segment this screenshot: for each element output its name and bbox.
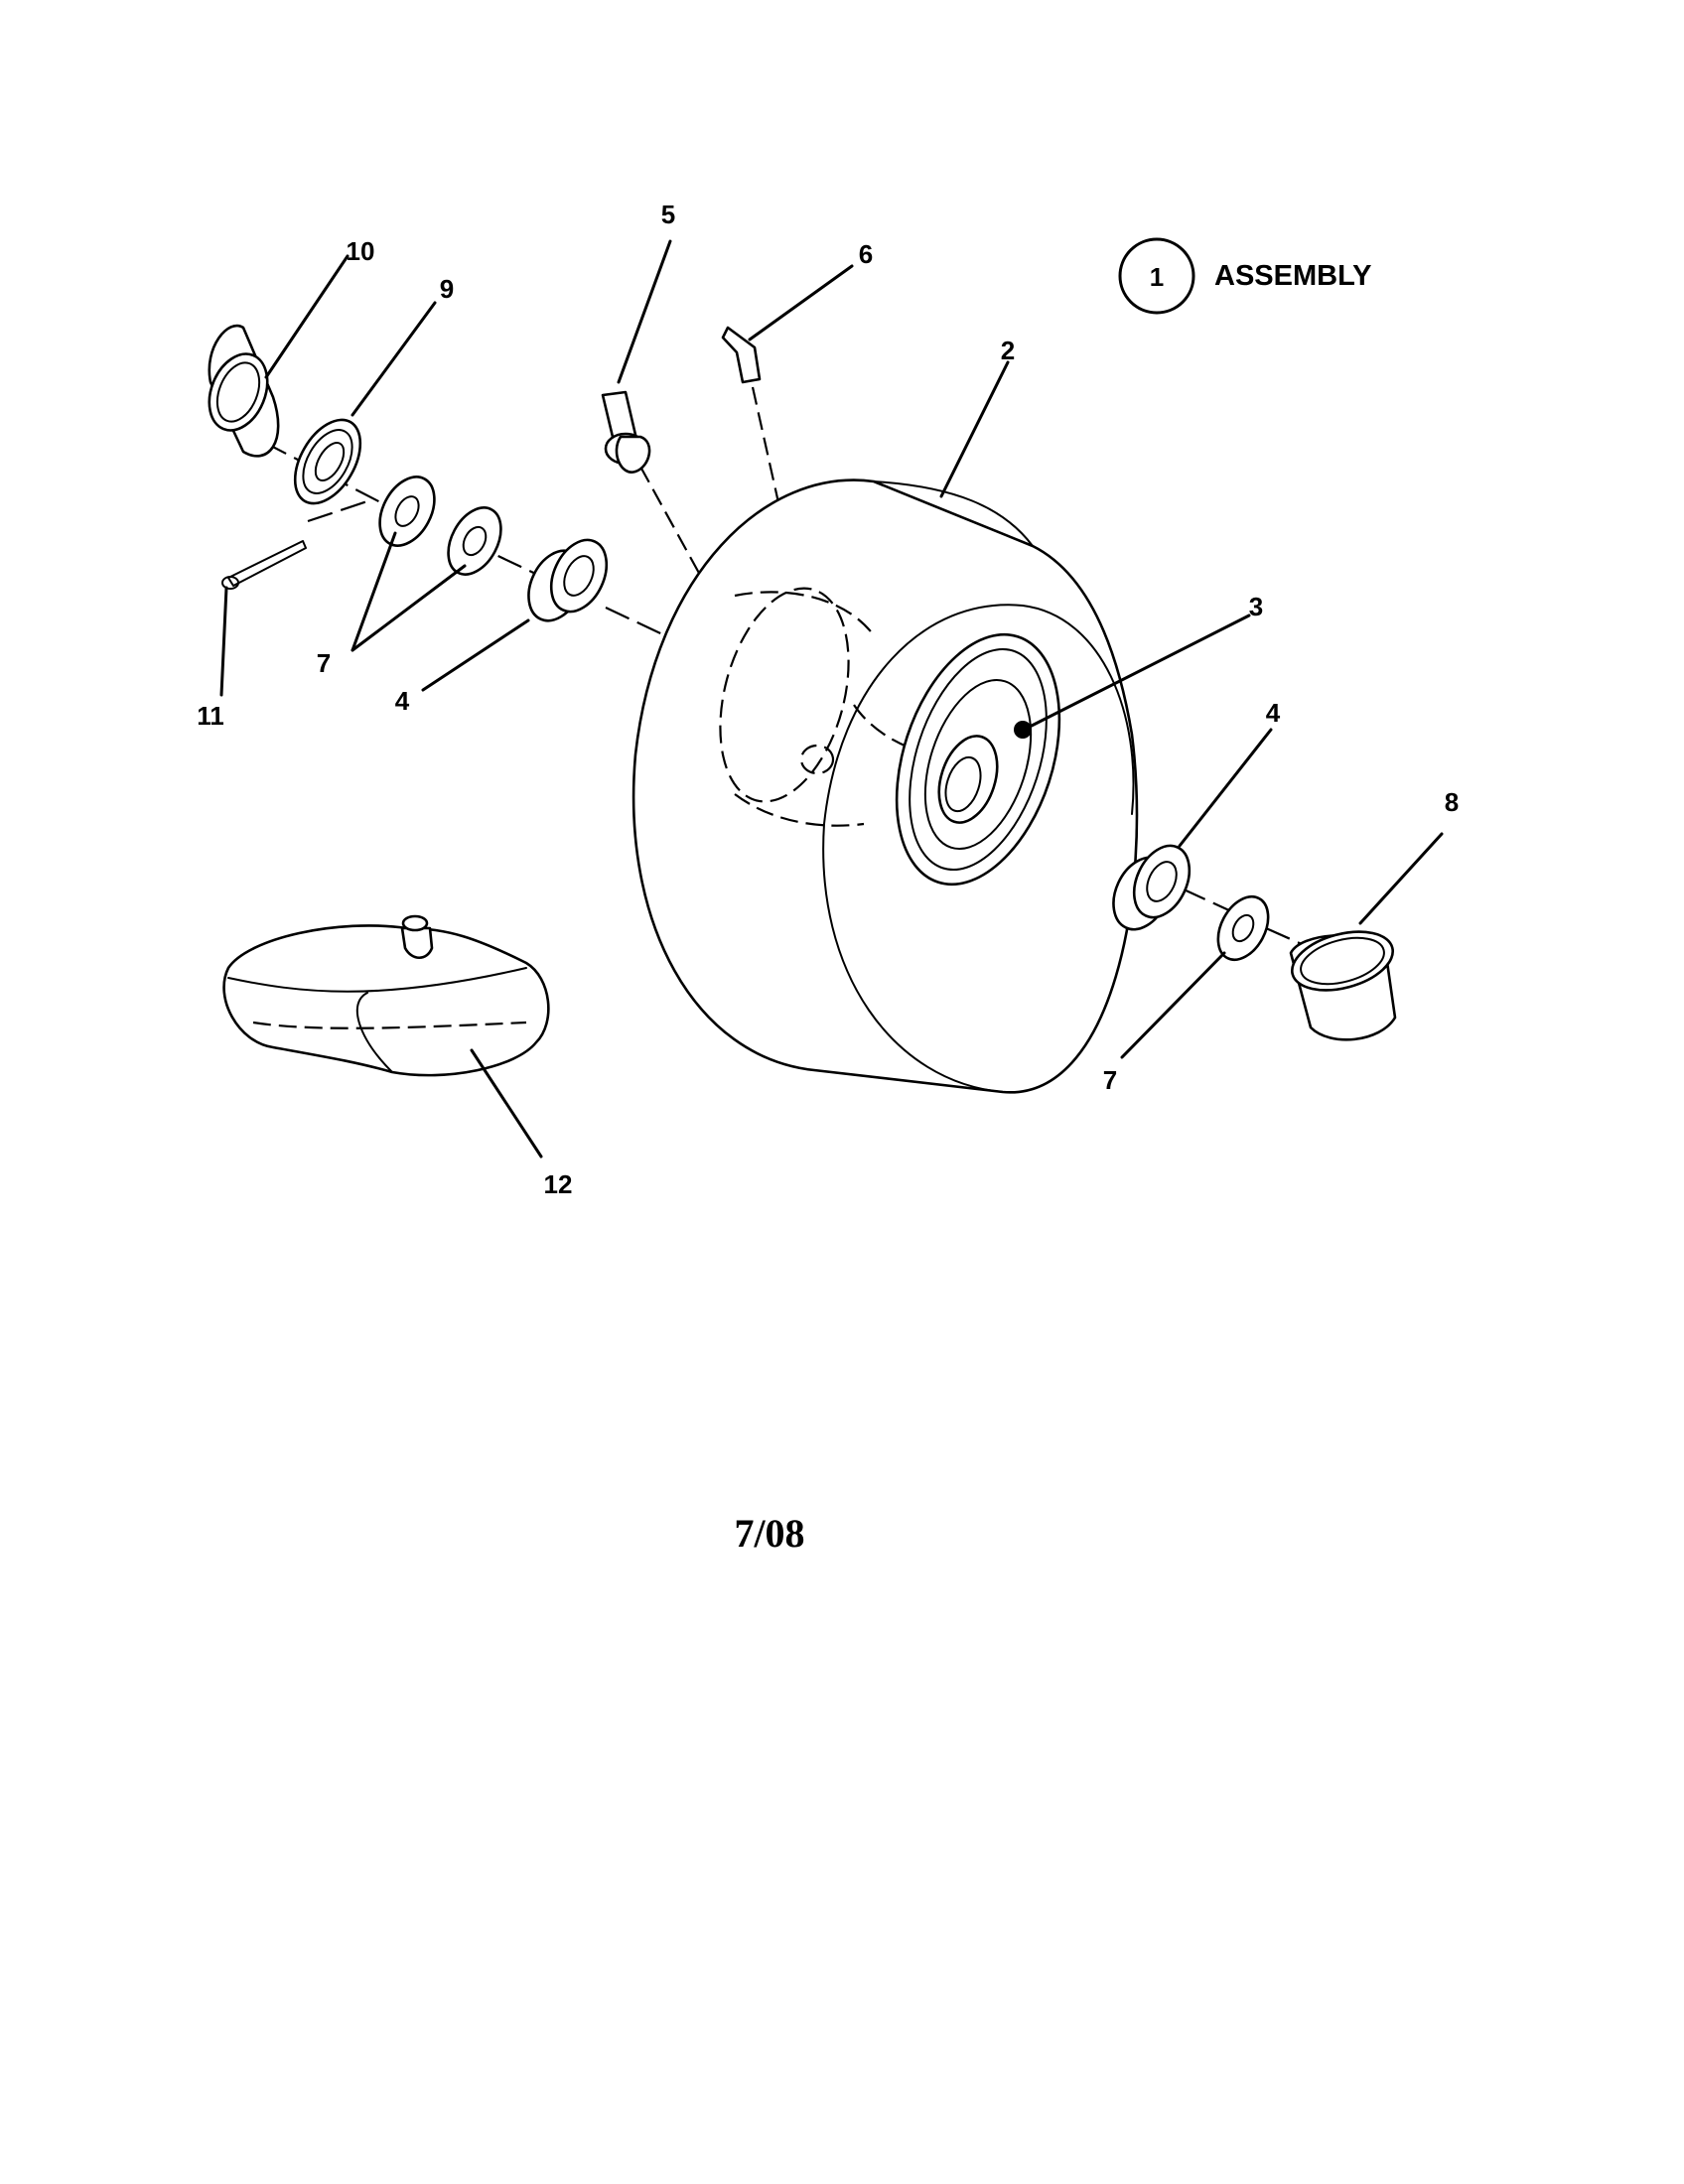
ball-bearing bbox=[293, 418, 362, 505]
leader-line bbox=[264, 254, 350, 379]
leader-line bbox=[1178, 728, 1273, 848]
grease-fitting bbox=[721, 326, 762, 384]
assembly-legend: 1 ASSEMBLY bbox=[1118, 237, 1371, 315]
rim bbox=[895, 632, 1061, 887]
leader-line bbox=[351, 301, 437, 417]
bearing-cap bbox=[208, 324, 280, 458]
leader-line bbox=[1120, 951, 1226, 1059]
leader-line bbox=[1358, 832, 1444, 925]
legend-number: 1 bbox=[1150, 262, 1164, 292]
leader-line bbox=[1026, 614, 1251, 730]
callout-4: 4 bbox=[1266, 698, 1281, 728]
leader-line bbox=[470, 1048, 543, 1159]
callout-11: 11 bbox=[197, 701, 224, 731]
callout-3: 3 bbox=[1249, 592, 1263, 621]
callout-6: 6 bbox=[859, 239, 873, 269]
callout-8: 8 bbox=[1445, 787, 1459, 817]
callout-9: 9 bbox=[440, 274, 454, 304]
leader-line bbox=[748, 264, 854, 341]
legend-label: ASSEMBLY bbox=[1214, 260, 1371, 292]
washer bbox=[447, 506, 502, 576]
callout-10: 10 bbox=[347, 236, 375, 266]
leader-line bbox=[351, 564, 467, 652]
leader-line bbox=[351, 531, 397, 652]
callout-4: 4 bbox=[395, 686, 410, 716]
callout-2: 2 bbox=[1001, 336, 1015, 365]
callout-7: 7 bbox=[317, 648, 331, 678]
end-cap bbox=[1289, 930, 1397, 1041]
leader-line bbox=[617, 239, 672, 384]
callout-5: 5 bbox=[661, 200, 675, 229]
callout-7: 7 bbox=[1103, 1065, 1117, 1095]
flange-bushing bbox=[1112, 844, 1192, 931]
callout-12: 12 bbox=[544, 1169, 573, 1199]
washer bbox=[378, 476, 436, 547]
legend-circle bbox=[1118, 237, 1195, 315]
leader-line bbox=[421, 618, 530, 692]
washer bbox=[1216, 894, 1270, 962]
tire bbox=[632, 478, 1139, 1094]
cotter-pin bbox=[221, 540, 307, 590]
inner-tube bbox=[222, 914, 550, 1077]
callout-dot bbox=[1014, 721, 1032, 739]
leader-line bbox=[219, 586, 228, 697]
revision-date: 7/08 bbox=[734, 1511, 804, 1556]
valve-stem bbox=[601, 390, 651, 474]
leader-line bbox=[939, 360, 1010, 498]
flange-bushing bbox=[527, 538, 609, 622]
